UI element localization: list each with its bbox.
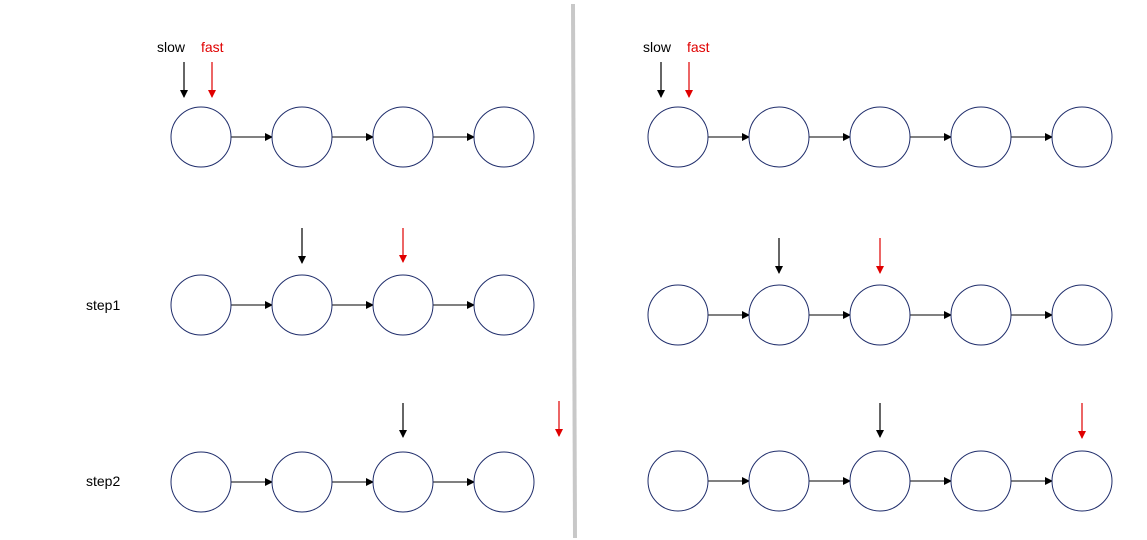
list-node [1051,450,1113,512]
list-node [473,274,535,336]
list-node [271,106,333,168]
list-node [748,284,810,346]
list-node [1051,284,1113,346]
list-node [748,106,810,168]
list-node [372,451,434,513]
list-node [647,106,709,168]
list-node [170,274,232,336]
list-node [473,451,535,513]
step1-label: step1 [86,297,120,313]
list-node [950,284,1012,346]
list-node [647,450,709,512]
slow-label-right: slow [643,39,672,55]
list-node [849,284,911,346]
list-node [372,106,434,168]
step2-label: step2 [86,473,120,489]
fast-label-right: fast [687,39,710,55]
list-node [473,106,535,168]
list-node [950,106,1012,168]
list-node [170,451,232,513]
list-node [372,274,434,336]
list-node [271,451,333,513]
fast-label-left: fast [201,39,224,55]
list-node [271,274,333,336]
diagram-shapes [170,62,1113,513]
list-node [647,284,709,346]
list-node [950,450,1012,512]
list-node [849,450,911,512]
list-node [170,106,232,168]
panel-divider [571,3,577,539]
slow-label-left: slow [157,39,186,55]
list-node [1051,106,1113,168]
list-node [748,450,810,512]
list-node [849,106,911,168]
